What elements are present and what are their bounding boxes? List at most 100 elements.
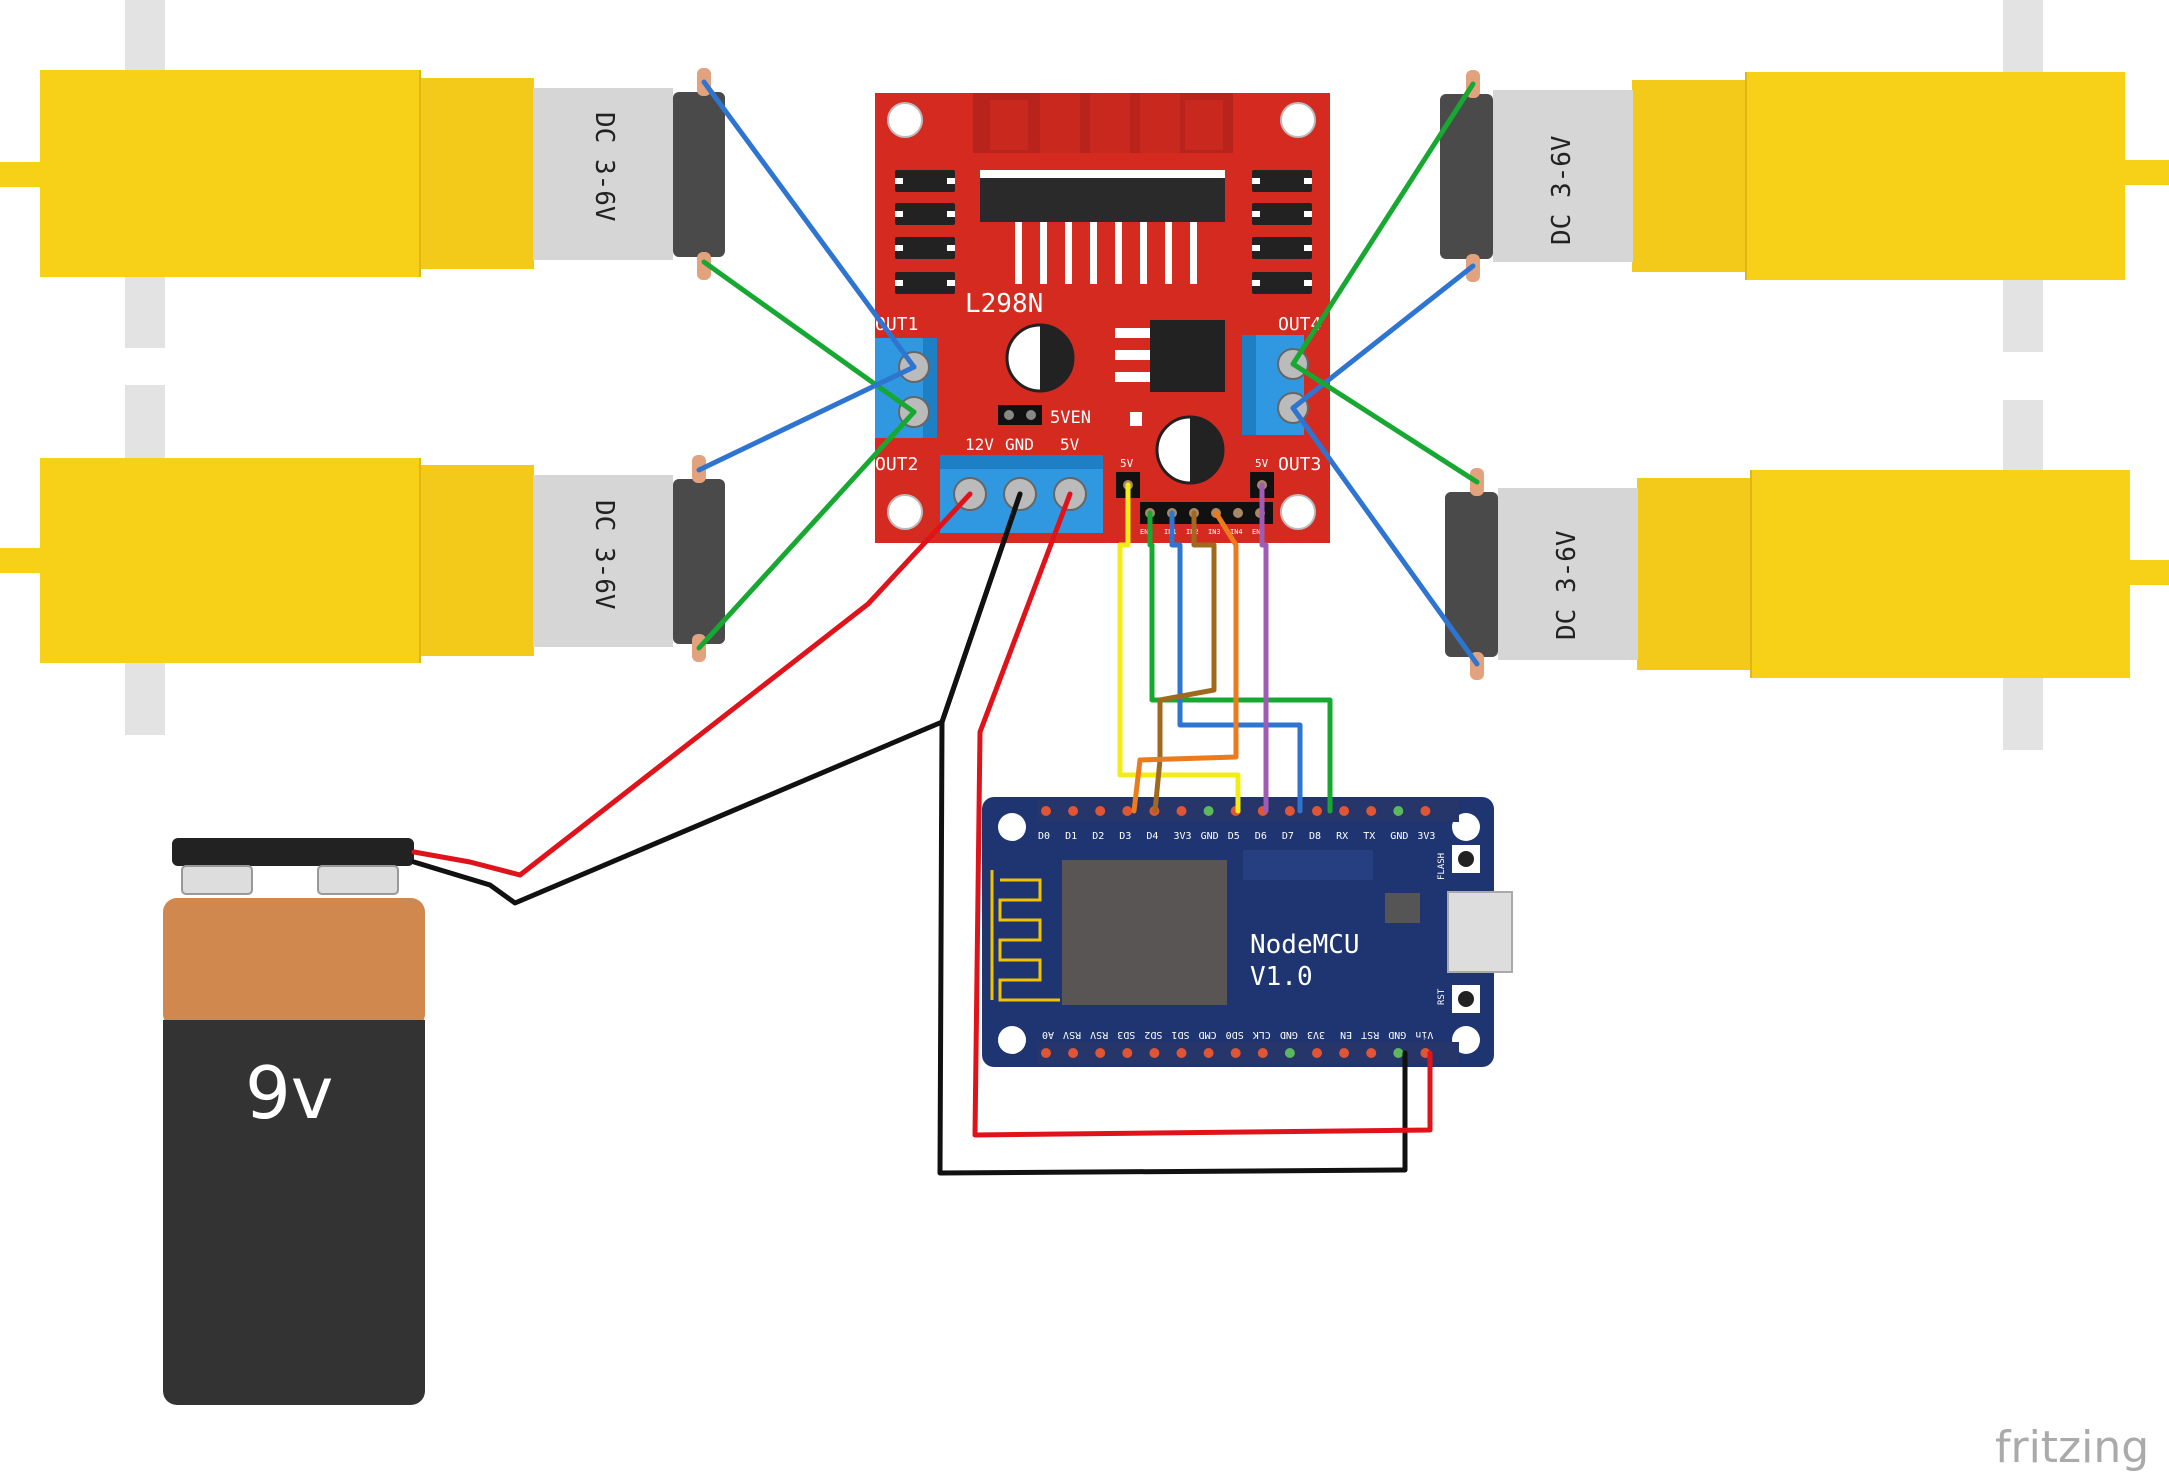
nodemcu-top-pin-label: D1 [1065, 831, 1077, 842]
nodemcu-top-pin [1366, 806, 1377, 816]
nodemcu-bottom-pin [1041, 1048, 1051, 1058]
nodemcu-bottom-pin-label: SD3 [1117, 1029, 1135, 1040]
motor-top-right: DC 3-6V [1440, 0, 2169, 352]
nodemcu-top-pin-label: GND [1201, 831, 1219, 842]
nodemcu-bottom-pin-label: 3V3 [1307, 1029, 1325, 1040]
nodemcu-top-pin-label: D2 [1092, 831, 1104, 842]
nodemcu-bottom-pin-label: A0 [1042, 1029, 1054, 1040]
nodemcu-bottom-pin-label: SD1 [1171, 1029, 1189, 1040]
nodemcu-bottom-pin [1257, 1048, 1268, 1058]
nodemcu-bottom-pin [1149, 1048, 1160, 1058]
battery-9v: 9v [163, 838, 425, 1405]
wire-red-battery [411, 491, 973, 878]
board-version: V1.0 [1250, 962, 1313, 992]
nodemcu-bottom-pin-label: GND [1280, 1029, 1298, 1040]
nodemcu-top-pin [1284, 806, 1295, 816]
nodemcu-top-pin [1176, 806, 1187, 816]
wire-green-m4 [1290, 361, 1480, 485]
nodemcu-top-pin-label: D4 [1146, 831, 1158, 842]
terminal-gnd-label: GND [1005, 435, 1034, 454]
nodemcu-bottom-pin [1339, 1048, 1350, 1058]
nodemcu-bottom-pin-label: SD2 [1144, 1029, 1162, 1040]
driver-name: L298N [965, 289, 1043, 319]
nodemcu-bottom-pin [1176, 1048, 1187, 1058]
nodemcu-bottom-pin-label: RSV [1090, 1029, 1108, 1040]
nodemcu-bottom-pin [1393, 1048, 1404, 1058]
nodemcu-top-pin [1122, 806, 1133, 816]
motor-label: DC 3-6V [589, 500, 619, 610]
nodemcu-bottom-pin [1203, 1048, 1214, 1058]
nodemcu-bottom-pin [1366, 1048, 1377, 1058]
wire-blue-m4 [1290, 405, 1480, 667]
motor-bottom-left: DC 3-6V [0, 385, 725, 735]
nodemcu-bottom-pin [1122, 1048, 1133, 1058]
nodemcu-bottom-pin [1312, 1048, 1322, 1058]
motor-label: DC 3-6V [1547, 135, 1577, 245]
nodemcu-top-pin-label: D5 [1228, 831, 1240, 842]
motor-top-left: DC 3-6V [0, 0, 725, 348]
nodemcu-top-pin-label: D0 [1038, 831, 1050, 842]
nodemcu-bottom-pin-label: GND [1388, 1029, 1406, 1040]
nodemcu-top-pin [1393, 806, 1404, 816]
nodemcu-bottom-pin-label: CLK [1253, 1029, 1271, 1040]
nodemcu-top-pin [1312, 806, 1322, 816]
nodemcu-top-pin-label: TX [1363, 831, 1375, 842]
nodemcu-bottom-pin-label: CMD [1199, 1029, 1217, 1040]
nodemcu-bottom-pin [1284, 1048, 1295, 1058]
nodemcu-top-pin-label: 3V3 [1417, 831, 1435, 842]
pin-ena-label: ENA [1140, 528, 1153, 536]
out2-label: OUT2 [875, 454, 918, 475]
nodemcu-top-pin-label: D3 [1119, 831, 1131, 842]
nodemcu-top-pin [1339, 806, 1350, 816]
nodemcu-top-pin [1095, 806, 1106, 816]
battery-label: 9v [245, 1051, 333, 1135]
nodemcu-bottom-pin-label: RST [1361, 1029, 1379, 1040]
nodemcu-top-pin-label: D6 [1255, 831, 1267, 842]
nodemcu-top-pin [1420, 806, 1431, 816]
fritzing-watermark: fritzing [1995, 1422, 2149, 1473]
pin-5v-right-label: 5V [1255, 457, 1269, 470]
nodemcu-top-pin-label: D8 [1309, 831, 1321, 842]
wire-green-m2 [696, 409, 917, 651]
wire-blue-m2 [696, 364, 917, 473]
wire-blue-m1 [701, 79, 917, 370]
wire-brown-in3 [1152, 510, 1217, 814]
nodemcu-top-pin-label: RX [1336, 831, 1348, 842]
wire-red-vin [972, 491, 1433, 1138]
motor-label: DC 3-6V [589, 112, 619, 222]
nodemcu-top-pin-label: 3V3 [1174, 831, 1192, 842]
out3-label: OUT3 [1278, 454, 1321, 475]
board-name: NodeMCU [1250, 930, 1360, 960]
flash-label: FLASH [1437, 853, 1447, 880]
wire-orange-in4 [1131, 510, 1239, 814]
nodemcu-bottom-pin-label: EN [1340, 1029, 1352, 1040]
motor-label: DC 3-6V [1552, 530, 1582, 640]
nodemcu-bottom-pin [1068, 1048, 1079, 1058]
wire-green-m3 [1290, 81, 1476, 367]
pin-in4-label: IN4 [1230, 528, 1243, 536]
motor-bottom-right: DC 3-6V [1445, 400, 2169, 750]
nodemcu-bottom-pin [1230, 1048, 1241, 1058]
pin-enb-label: ENB [1252, 528, 1265, 536]
terminal-12v-label: 12V [965, 435, 994, 454]
pin-5v-left-label: 5V [1120, 457, 1134, 470]
nodemcu-top-pin [1068, 806, 1079, 816]
rst-label: RST [1437, 988, 1447, 1005]
nodemcu-bottom-pin-label: RSV [1063, 1029, 1081, 1040]
wire-purple-enb [1259, 482, 1269, 814]
nodemcu-top-pin-label: D7 [1282, 831, 1294, 842]
terminal-5v-label: 5V [1060, 435, 1080, 454]
nodemcu-bottom-pin-label: SD0 [1226, 1029, 1244, 1040]
pin-in3-label: IN3 [1208, 528, 1221, 536]
jumper-label: 5VEN [1050, 408, 1091, 428]
wire-green-m1 [701, 259, 917, 415]
nodemcu-bottom-pin [1095, 1048, 1106, 1058]
nodemcu-top-pin [1203, 806, 1214, 816]
wire-blue-in2 [1169, 510, 1303, 814]
out4-label: OUT4 [1278, 314, 1321, 335]
wire-yellow-ena [1117, 482, 1241, 814]
wires [411, 79, 1480, 1176]
nodemcu-top-pin [1041, 806, 1051, 816]
